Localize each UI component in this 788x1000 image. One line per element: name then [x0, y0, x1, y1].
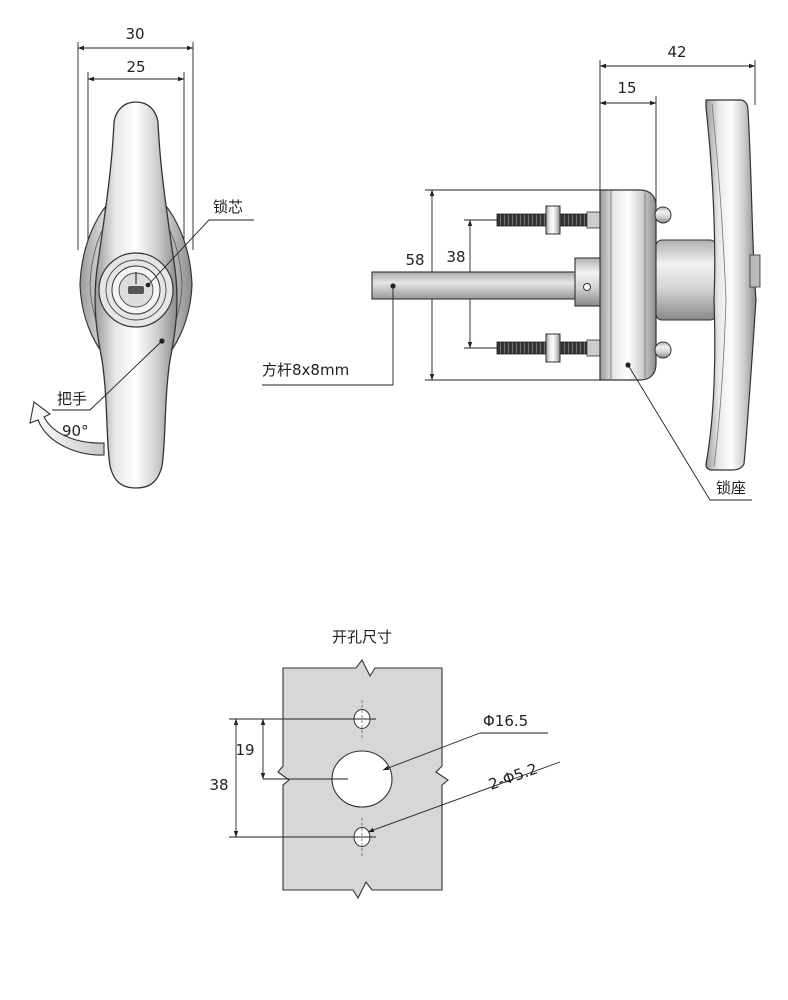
side-view: 42 15 58 38 方杆8x8mm [262, 43, 761, 501]
lock-seat [599, 189, 657, 381]
rotation-label: 90° [62, 422, 89, 440]
dim-30-text: 30 [125, 25, 144, 43]
dim-58-text: 58 [405, 251, 424, 269]
square-bar-leader [262, 286, 394, 386]
dim-38-side-text: 38 [446, 248, 465, 266]
square-bar-label: 方杆8x8mm [262, 361, 349, 379]
dim-15-text: 15 [617, 79, 636, 97]
handle-leader [52, 340, 163, 411]
small-hole-leader [367, 761, 561, 833]
dim-19-text: 19 [235, 741, 254, 759]
handle-shaft [655, 239, 717, 321]
center-hole-label: Φ16.5 [483, 712, 528, 730]
dim-38-cutout-text: 38 [209, 776, 228, 794]
lock-core-leader [147, 219, 254, 286]
handle-side-profile [705, 99, 757, 471]
dim-42-text: 42 [667, 43, 686, 61]
lock-seat-label: 锁座 [716, 479, 746, 497]
upper-bolt [496, 205, 601, 235]
small-holes-label: 2-Φ5.2 [486, 760, 540, 794]
square-bar [371, 271, 601, 300]
rotation-arrow-icon [29, 401, 105, 456]
cutout-title: 开孔尺寸 [332, 628, 392, 646]
dim-25-text: 25 [126, 58, 145, 76]
lower-bolt [496, 333, 601, 363]
cutout-view: 开孔尺寸 19 38 Φ16.5 2-Φ5.2 [209, 628, 561, 900]
keyway-slot [128, 286, 144, 294]
cam-block [574, 257, 601, 307]
center-hole-leader [382, 732, 481, 771]
handle-label: 把手 [57, 390, 87, 408]
lock-seat-leader [627, 364, 752, 501]
lock-core-label: 锁芯 [213, 198, 243, 216]
front-view: 30 25 锁芯 把手 90° [29, 25, 254, 489]
